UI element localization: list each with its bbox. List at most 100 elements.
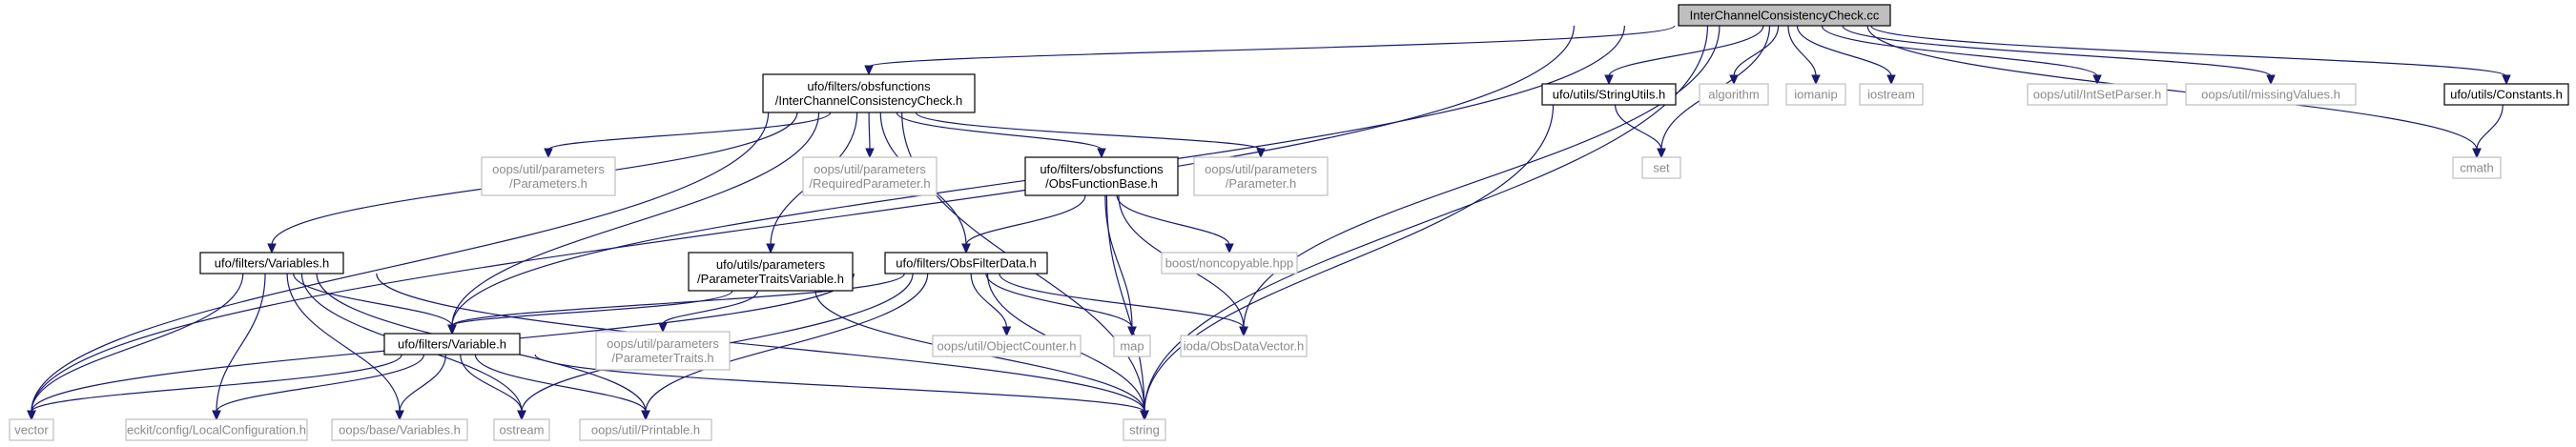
node-label: /InterChannelConsistencyCheck.h <box>775 93 963 108</box>
edge-ptv-to-variable_h <box>451 290 733 327</box>
node-cmath: cmath <box>2452 156 2502 179</box>
edge-stringutils-to-string <box>1144 104 1555 413</box>
edge-obsfilterdata-to-objectcounter <box>970 273 1008 329</box>
node-box <box>493 418 550 441</box>
edge-variables_h-to-variable_h <box>293 273 453 327</box>
node-label: ufo/filters/ObsFilterData.h <box>896 256 1036 271</box>
edge-obsfuncbase-to-string <box>1105 194 1145 413</box>
arrowhead <box>1140 410 1149 421</box>
arrowhead <box>517 410 526 421</box>
node-box <box>802 156 938 196</box>
arrowhead <box>1239 326 1248 337</box>
edge-constants-to-cmath <box>2476 104 2504 151</box>
node-constants[interactable]: ufo/utils/Constants.h <box>2443 83 2569 106</box>
node-box <box>762 73 976 113</box>
node-main[interactable]: InterChannelConsistencyCheck.cc <box>1678 4 1891 27</box>
edge-main-to-iomanip <box>1787 25 1817 77</box>
node-variables_h[interactable]: ufo/filters/Variables.h <box>199 252 344 274</box>
node-box <box>1123 418 1166 441</box>
node-iostream: iostream <box>1859 83 1924 106</box>
edge-stringutils-to-set <box>1615 104 1662 151</box>
edge-variables_h-to-vector <box>31 273 244 413</box>
arrowhead <box>864 65 874 76</box>
edge-obsfilterdata-to-variable_h <box>451 273 905 327</box>
node-box <box>579 418 712 441</box>
node-box <box>2443 83 2569 106</box>
node-label: oops/util/parameters <box>492 162 605 176</box>
node-label: /RequiredParameter.h <box>809 176 930 191</box>
edge-main-to-cmath <box>1866 25 2478 151</box>
arrowhead <box>395 410 404 421</box>
arrowhead <box>1811 74 1821 86</box>
node-label: ufo/filters/obsfunctions <box>807 79 931 93</box>
node-box <box>1785 83 1846 106</box>
edge-variable_h-to-vector <box>31 354 402 413</box>
edge-icc_h-to-reqparam <box>868 112 871 151</box>
node-box <box>1678 4 1891 27</box>
node-label: algorithm <box>1708 88 1759 102</box>
node-label: oops/util/Printable.h <box>591 423 700 437</box>
node-objectcounter: oops/util/ObjectCounter.h <box>932 335 1082 357</box>
node-label: oops/util/parameters <box>1205 162 1317 176</box>
nodes-layer: InterChannelConsistencyCheck.cc ufo/filte… <box>9 4 2569 441</box>
node-label: ufo/utils/parameters <box>716 257 826 272</box>
node-label: oops/util/missingValues.h <box>2201 88 2340 102</box>
edge-variables_h-to-localconf <box>216 273 266 413</box>
node-box <box>932 335 1082 357</box>
arrowhead <box>1127 326 1137 337</box>
node-paramtraits: oops/util/parameters/ParameterTraits.h <box>595 331 731 371</box>
edge-main-to-icc_h <box>868 25 1676 68</box>
edge-ptv-to-paramtraits <box>662 290 759 325</box>
node-label: ufo/utils/StringUtils.h <box>1553 88 1666 102</box>
node-obsfuncbase[interactable]: ufo/filters/obsfunctions/ObsFunctionBase… <box>1024 156 1179 196</box>
node-label: ufo/filters/Variables.h <box>215 256 329 271</box>
edge-obsfilterdata-to-map <box>985 273 1133 329</box>
node-variable_h[interactable]: ufo/filters/Variable.h <box>383 333 521 356</box>
edge-main-to-iostream <box>1796 25 1892 77</box>
node-label: /Parameters.h <box>509 176 587 191</box>
arrowhead <box>1604 74 1614 86</box>
node-box <box>1541 83 1677 106</box>
edge-obsfilterdata-to-obsdatavector <box>999 273 1245 329</box>
node-box <box>1859 83 1924 106</box>
arrowhead <box>267 243 277 254</box>
node-label: map <box>1120 339 1144 354</box>
edge-main-to-obsdatavector <box>1243 25 1721 329</box>
node-stringutils[interactable]: ufo/utils/StringUtils.h <box>1541 83 1677 106</box>
node-box <box>1161 252 1298 274</box>
edge-main-to-constants <box>1870 25 2507 77</box>
edge-icc_h-to-variable_h <box>451 112 820 327</box>
node-label: ufo/utils/Constants.h <box>2450 88 2563 102</box>
edge-obsfuncbase-to-obsfilterdata <box>965 194 1086 246</box>
arrowhead <box>2266 74 2276 86</box>
arrowhead <box>1001 326 1012 337</box>
node-obsfilterdata[interactable]: ufo/filters/ObsFilterData.h <box>884 252 1048 274</box>
node-box <box>2027 83 2168 106</box>
node-obsdatavector: ioda/ObsDataVector.h <box>1180 335 1308 357</box>
edge-obsfilterdata-to-printable <box>645 273 929 413</box>
node-label: ufo/filters/obsfunctions <box>1040 162 1164 176</box>
node-label: oops/util/ObjectCounter.h <box>938 339 1077 354</box>
node-icc_h[interactable]: ufo/filters/obsfunctions/InterChannelCon… <box>762 73 976 113</box>
node-box <box>1180 335 1308 357</box>
node-iomanip: iomanip <box>1785 83 1846 106</box>
node-box <box>125 418 308 441</box>
node-box <box>1699 83 1769 106</box>
arrowhead <box>865 148 875 159</box>
node-reqparam: oops/util/parameters/RequiredParameter.h <box>802 156 938 196</box>
node-box <box>331 418 468 441</box>
node-ptv[interactable]: ufo/utils/parameters/ParameterTraitsVari… <box>688 252 854 292</box>
node-box <box>595 331 731 371</box>
node-label: iomanip <box>1794 88 1838 102</box>
edge-variable_h-to-string <box>534 354 1145 413</box>
edge-variable_h-to-printable <box>474 354 647 413</box>
node-string: string <box>1123 418 1166 441</box>
node-label: ioda/ObsDataVector.h <box>1184 339 1304 354</box>
node-label: boost/noncopyable.hpp <box>1165 256 1293 271</box>
arrowhead <box>658 322 668 334</box>
arrowhead <box>1225 243 1234 254</box>
node-box <box>199 252 344 274</box>
node-label: /Parameter.h <box>1226 176 1296 191</box>
node-ostream: ostream <box>493 418 550 441</box>
edge-icc_h-to-vector <box>31 112 770 413</box>
